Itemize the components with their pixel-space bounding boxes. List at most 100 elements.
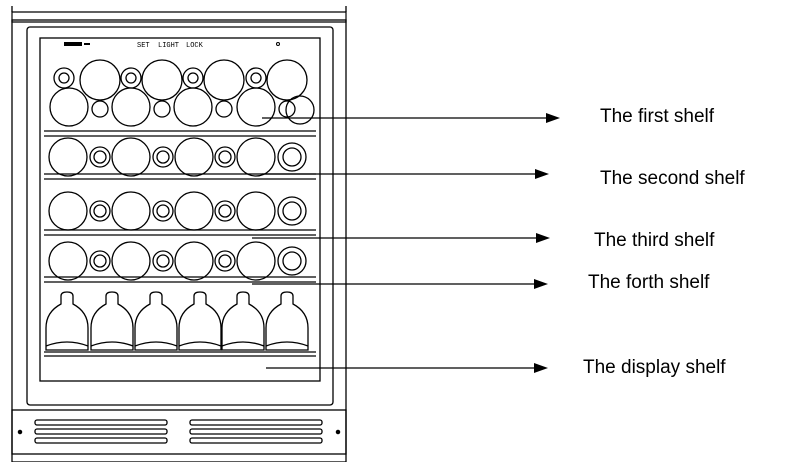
brand-logo — [64, 42, 82, 46]
bottle-end — [93, 204, 107, 218]
control-panel — [64, 42, 280, 46]
bottle-end — [156, 204, 170, 218]
bottle-end — [120, 67, 142, 89]
bottle-end — [93, 150, 107, 164]
display-bottle — [221, 291, 265, 351]
bottle-end — [250, 72, 262, 84]
panel-light-button: LIGHT — [158, 42, 179, 50]
display-bottle — [265, 291, 309, 351]
display-bottle-base — [90, 341, 134, 347]
first-shelf-label: The first shelf — [600, 106, 715, 127]
bottle-end — [48, 137, 88, 177]
forth-shelf-label: The forth shelf — [588, 272, 710, 293]
bottle-end — [93, 254, 107, 268]
shelf-rail-3 — [44, 229, 316, 236]
display-bottle — [45, 291, 89, 351]
bottle-end — [156, 254, 170, 268]
bottle-end — [282, 251, 302, 271]
first-shelf-bottles — [49, 59, 315, 127]
third-shelf-label: The third shelf — [594, 230, 715, 251]
bottle-end — [49, 87, 89, 127]
bottle-end — [152, 146, 174, 168]
bottle-end — [174, 137, 214, 177]
grille-slot — [189, 428, 323, 435]
bottle-end — [111, 241, 151, 281]
bottle-end — [282, 201, 302, 221]
bottle-end — [277, 142, 307, 172]
brand-logo-tail — [84, 43, 90, 45]
bottle-end — [111, 137, 151, 177]
bottle-end — [236, 241, 276, 281]
bottle-end — [277, 196, 307, 226]
display-bottle — [134, 291, 178, 351]
bottle-end — [203, 59, 245, 101]
bottle-end — [236, 137, 276, 177]
grille-frame — [11, 409, 347, 455]
grille-slot — [189, 437, 323, 444]
third-shelf-bottles — [48, 191, 307, 231]
display-bottle — [90, 291, 134, 351]
second-shelf-bottles — [48, 137, 307, 177]
bottle-end — [236, 191, 276, 231]
display-shelf-base — [44, 351, 316, 357]
bottle-end — [141, 59, 183, 101]
glass-window — [39, 37, 321, 382]
bottle-end — [236, 87, 276, 127]
bottle-end — [174, 241, 214, 281]
bottle-end — [218, 254, 232, 268]
panel-indicator — [276, 42, 280, 46]
display-bottle-base — [134, 341, 178, 347]
bottle-end — [245, 67, 267, 89]
bottle-end — [182, 67, 204, 89]
display-bottle-base — [178, 341, 222, 347]
shelf-rail-4 — [44, 276, 316, 283]
bottle-end — [152, 250, 174, 272]
bottle-end — [282, 147, 302, 167]
bottle-end — [58, 72, 70, 84]
bottle-end — [89, 250, 111, 272]
leader-lines — [252, 113, 560, 373]
bottle-end — [125, 72, 137, 84]
bottle-end — [48, 241, 88, 281]
bottle-end — [173, 87, 213, 127]
shelf-rail-2 — [44, 173, 316, 180]
bottle-end — [48, 191, 88, 231]
display-bottle-base — [45, 341, 89, 347]
display-bottle-base — [265, 341, 309, 347]
bottle-end — [215, 100, 233, 118]
display-bottle-base — [221, 341, 265, 347]
bottle-end — [174, 191, 214, 231]
arrow-head-icon — [546, 113, 560, 123]
bottle-end — [89, 146, 111, 168]
bottle-end — [218, 204, 232, 218]
door-frame — [26, 26, 334, 406]
grille-slot — [34, 428, 168, 435]
bottle-end — [266, 59, 308, 101]
bottle-end — [79, 59, 121, 101]
bottle-end — [91, 100, 109, 118]
bottle-end — [156, 150, 170, 164]
panel-lock-button: LOCK — [186, 42, 204, 50]
arrow-head-icon — [534, 279, 548, 289]
bottle-end — [214, 250, 236, 272]
bottle-end — [218, 150, 232, 164]
bottle-end — [214, 146, 236, 168]
bottle-end — [187, 72, 199, 84]
arrow-head-icon — [535, 169, 549, 179]
grille-screw — [17, 429, 23, 435]
arrow-head-icon — [536, 233, 550, 243]
shelf-rail-1 — [44, 130, 316, 137]
bottle-end — [152, 200, 174, 222]
arrow-head-icon — [534, 363, 548, 373]
forth-shelf-bottles — [48, 241, 307, 281]
bottle-end — [285, 95, 315, 125]
grille-slot — [34, 419, 168, 426]
cabinet-outer — [11, 19, 347, 462]
bottle-end — [278, 100, 296, 118]
panel-set-button: SET — [137, 42, 150, 50]
bottle-end — [89, 200, 111, 222]
grille-slot — [189, 419, 323, 426]
bottle-end — [111, 87, 151, 127]
grille-slot — [34, 437, 168, 444]
